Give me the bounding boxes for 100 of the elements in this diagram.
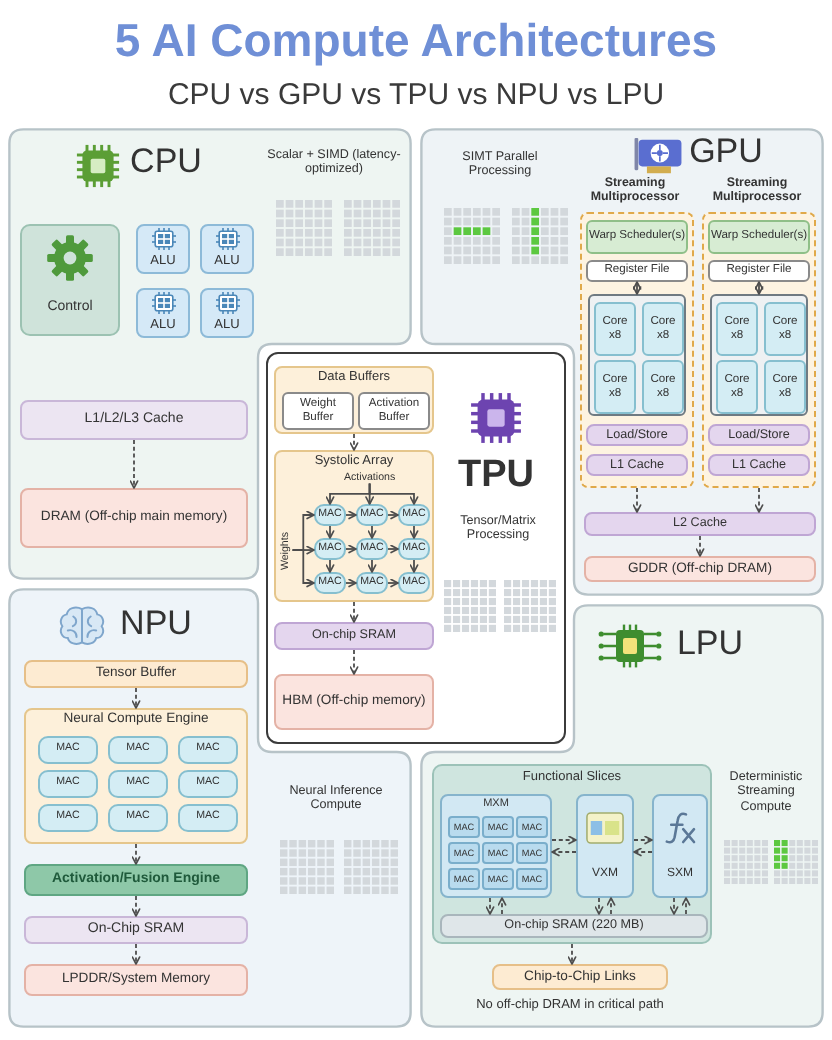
subtitle: CPU vs GPU vs TPU vs NPU vs LPU — [167, 79, 665, 113]
cache-box — [708, 454, 810, 476]
core-box — [764, 360, 806, 414]
mac-unit-box — [38, 804, 98, 832]
mac-unit-box — [398, 504, 430, 526]
diagram-title: 5 AI Compute Architectures — [114, 16, 718, 68]
double-arrow — [632, 281, 642, 295]
panel-title: CPU — [130, 142, 202, 182]
multiprocessor-group — [580, 176, 694, 488]
buffer-box — [282, 392, 354, 430]
cache-box — [20, 400, 248, 440]
mac-unit-box — [178, 770, 238, 798]
mac-unit-box — [314, 572, 346, 594]
buffer-group-box — [274, 366, 434, 434]
core-box — [716, 360, 758, 414]
architecture-panel — [266, 352, 566, 744]
mac-unit-box — [482, 816, 514, 838]
cache-box — [584, 512, 816, 536]
vector-unit-box — [576, 794, 634, 898]
panel-title: LPU — [676, 624, 744, 664]
memory-box — [274, 674, 434, 730]
multiprocessor-group — [702, 176, 816, 488]
arrow — [325, 559, 335, 573]
arrow — [754, 487, 764, 513]
arrow — [594, 897, 604, 915]
arrow — [497, 897, 507, 915]
arrow — [131, 687, 141, 709]
arrow — [567, 943, 577, 965]
sram-box — [24, 916, 248, 944]
arrow — [131, 843, 141, 865]
core-cluster-box — [588, 294, 686, 416]
mac-unit-box — [314, 538, 346, 560]
core-box — [716, 302, 758, 356]
arrow — [349, 601, 359, 623]
arrow — [551, 847, 577, 857]
mac-unit-box — [482, 868, 514, 890]
arrow — [606, 897, 616, 915]
scalar-unit-box — [652, 794, 708, 898]
load-store-box — [586, 424, 688, 446]
sram-box — [440, 914, 708, 938]
mac-unit-box — [178, 736, 238, 764]
mac-unit-box — [314, 504, 346, 526]
arrow — [367, 559, 377, 573]
panel-title: NPU — [120, 604, 192, 644]
mac-unit-box — [108, 804, 168, 832]
alu-box — [200, 288, 254, 338]
mac-unit-box — [516, 868, 548, 890]
arrow — [345, 578, 357, 588]
core-box — [594, 360, 636, 414]
arrow — [349, 433, 359, 451]
panel-title: TPU — [458, 454, 534, 498]
mac-unit-box — [448, 842, 480, 864]
register-file-box — [708, 260, 810, 282]
mac-unit-box — [448, 816, 480, 838]
arrow — [345, 510, 357, 520]
core-cluster-box — [710, 294, 808, 416]
buffer-box — [358, 392, 430, 430]
arrow — [387, 510, 399, 520]
alu-box — [136, 224, 190, 274]
mac-unit-box — [516, 816, 548, 838]
mac-unit-box — [448, 868, 480, 890]
arrow — [695, 535, 705, 557]
memory-box — [584, 556, 816, 582]
slices-group-box — [432, 764, 712, 944]
panel-title: GPU — [689, 132, 763, 172]
arrow — [367, 525, 377, 539]
arrow — [485, 897, 495, 915]
alu-box — [200, 224, 254, 274]
control-unit-box — [20, 224, 120, 336]
double-arrow — [754, 281, 764, 295]
arrow — [131, 895, 141, 917]
mac-unit-box — [38, 736, 98, 764]
mac-unit-box — [516, 842, 548, 864]
mac-unit-box — [38, 770, 98, 798]
arrow — [345, 544, 357, 554]
core-box — [594, 302, 636, 356]
register-file-box — [586, 260, 688, 282]
mac-unit-box — [398, 572, 430, 594]
arrow — [131, 943, 141, 965]
scheduler-box — [586, 220, 688, 254]
mac-unit-box — [108, 736, 168, 764]
arrow — [632, 487, 642, 513]
arrow — [291, 549, 315, 588]
link-box — [492, 964, 668, 990]
mac-unit-box — [108, 770, 168, 798]
memory-box — [20, 488, 248, 548]
arrow — [409, 559, 419, 573]
scheduler-box — [708, 220, 810, 254]
mac-unit-box — [178, 804, 238, 832]
arrow — [387, 578, 399, 588]
arrow — [551, 835, 577, 845]
arrow — [129, 439, 139, 489]
mac-unit-box — [482, 842, 514, 864]
sram-box — [274, 622, 434, 650]
arrow — [633, 847, 653, 857]
core-box — [764, 302, 806, 356]
arrow — [633, 835, 653, 845]
alu-box — [136, 288, 190, 338]
fusion-engine-box — [24, 864, 248, 896]
buffer-box — [24, 660, 248, 688]
